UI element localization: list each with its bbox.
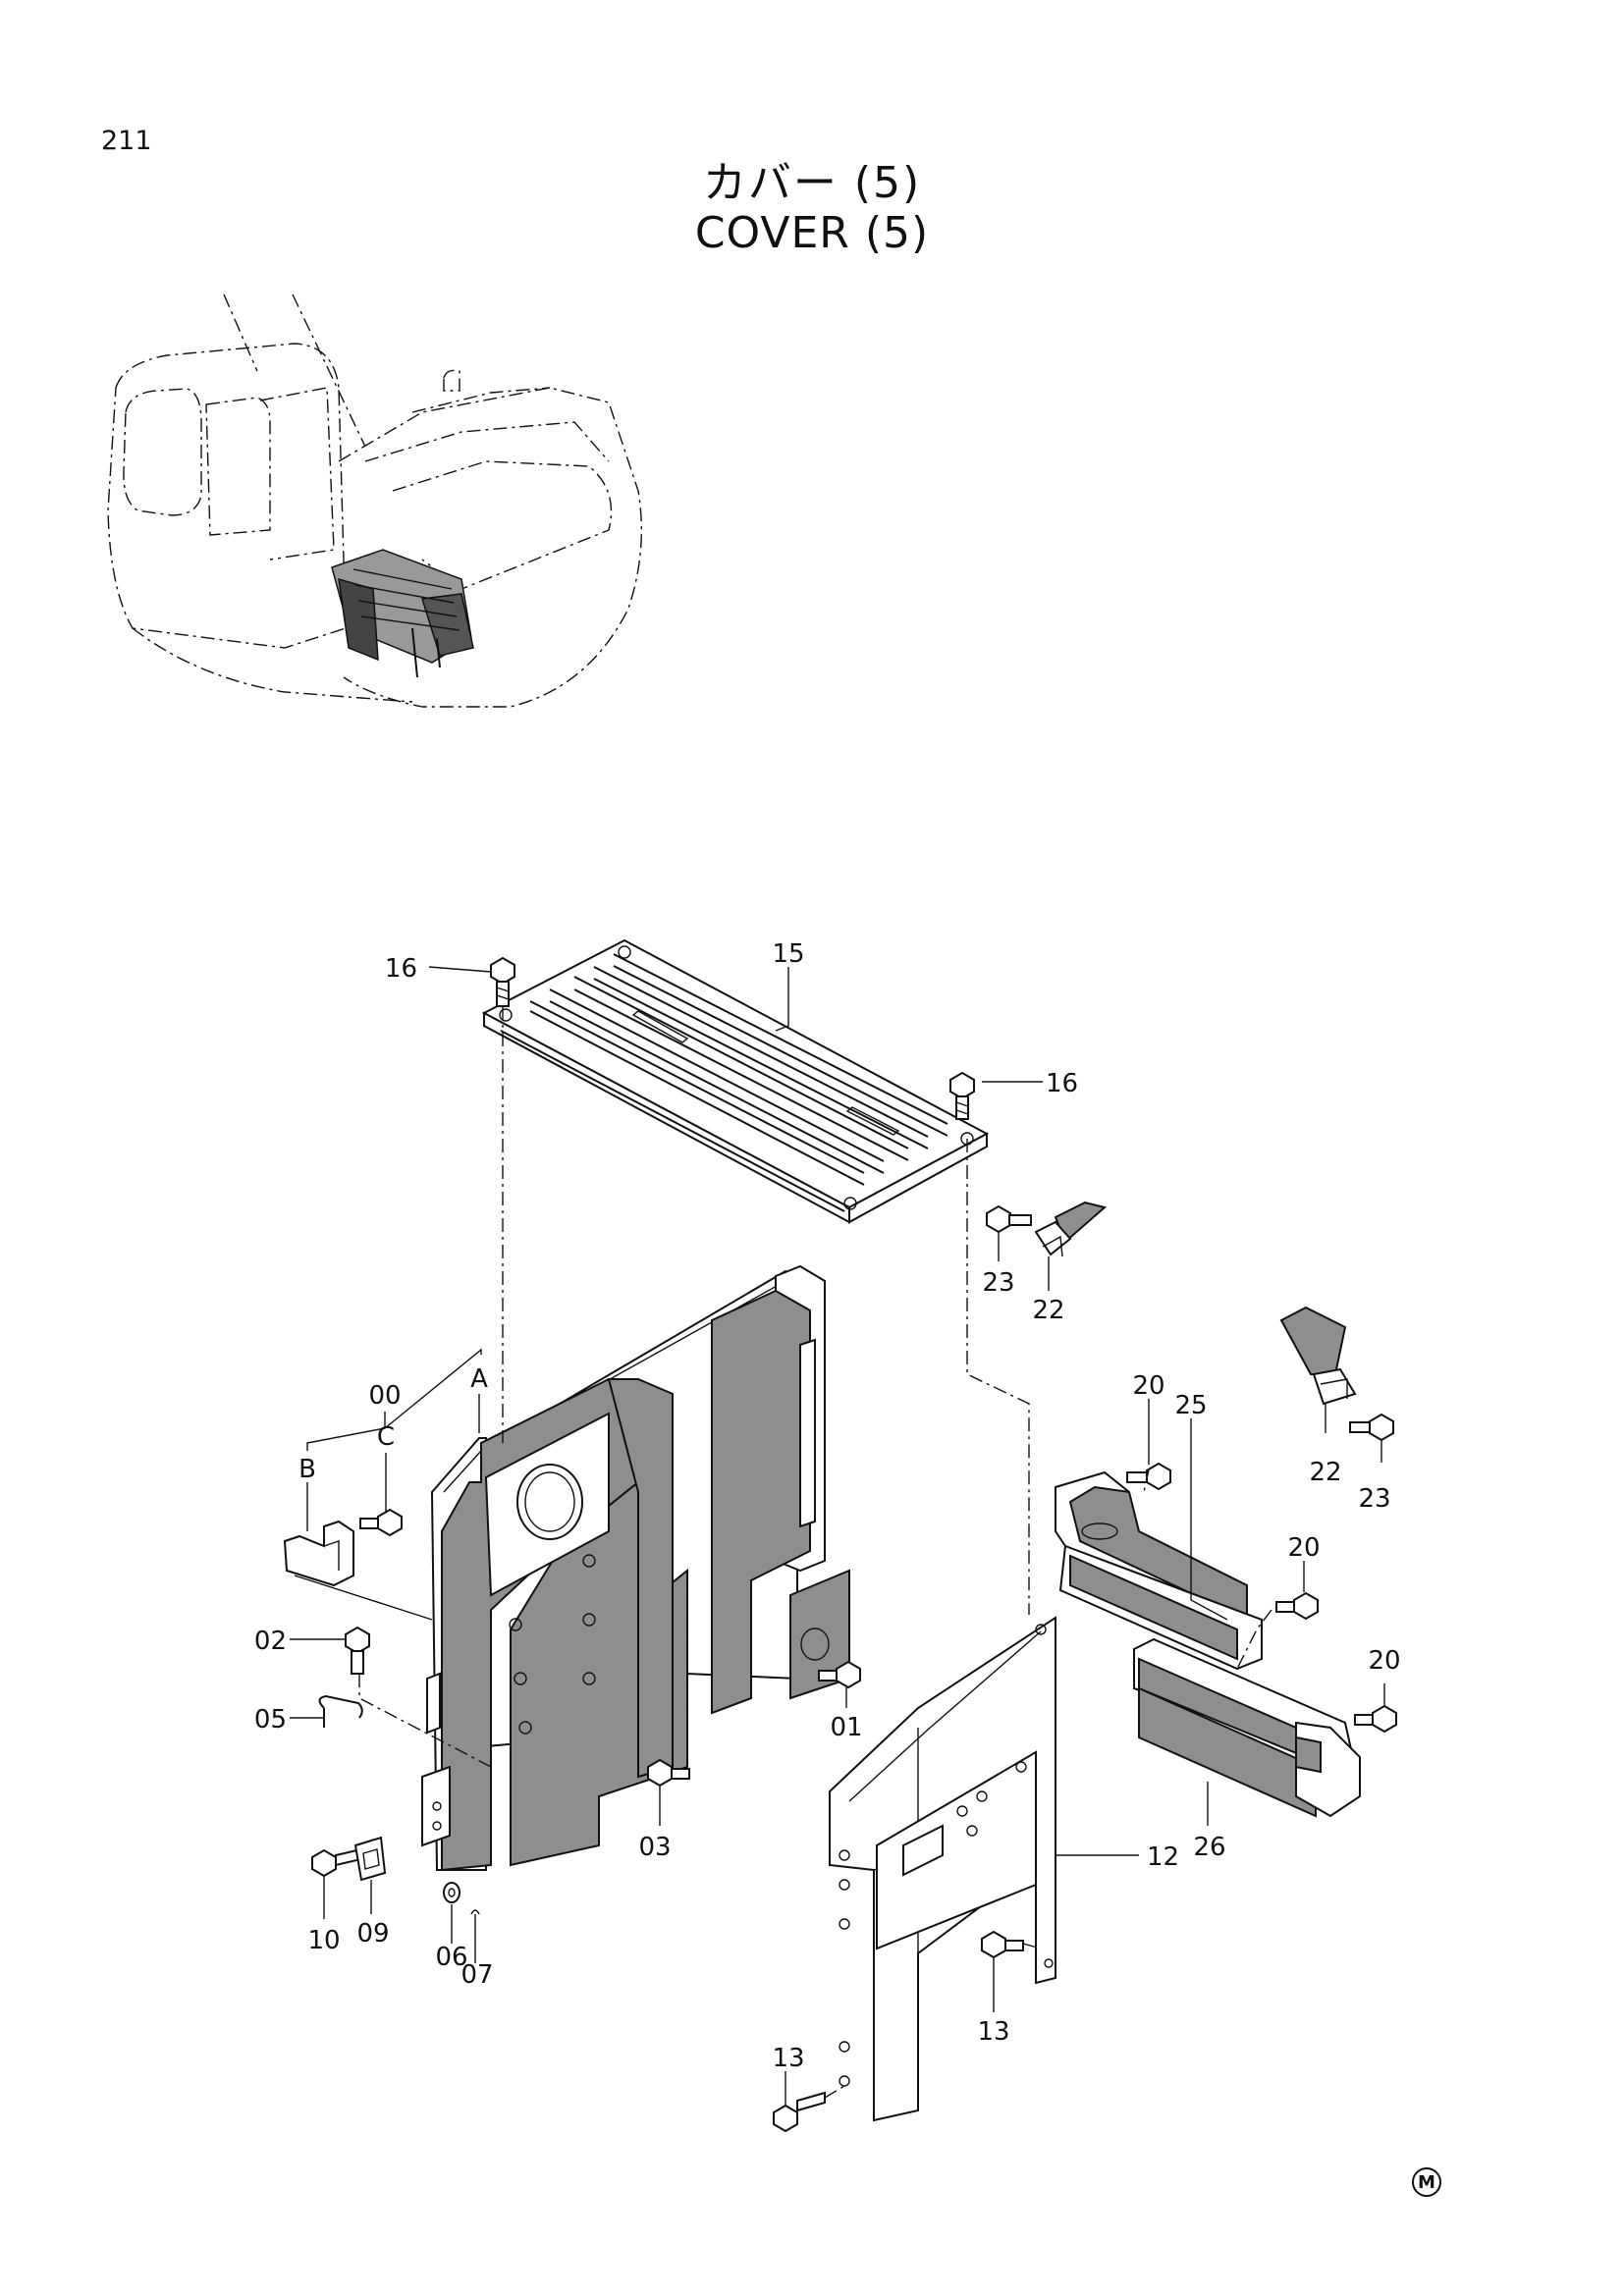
callout-16-right: 16	[1046, 1069, 1078, 1098]
callout-20-top: 20	[1132, 1371, 1164, 1401]
callout-22-upper: 22	[1032, 1296, 1064, 1325]
page-title-japanese: カバー (5)	[702, 158, 922, 208]
callout-01: 01	[830, 1713, 862, 1742]
callout-00: 00	[368, 1381, 401, 1411]
callout-22-lower: 22	[1309, 1458, 1341, 1487]
bolt-02	[345, 1626, 370, 1675]
right-foam-column	[686, 1264, 850, 1715]
callout-07: 07	[460, 1960, 493, 1990]
bolt-c	[359, 1508, 403, 1537]
page-title-english: COVER (5)	[694, 208, 930, 258]
excavator-locator-illustration	[107, 294, 643, 708]
callout-10: 10	[307, 1926, 340, 1955]
bolt-13-a	[981, 1930, 1024, 1959]
callout-23-upper: 23	[982, 1268, 1014, 1298]
bracket-b	[283, 1520, 433, 1621]
callout-12: 12	[1147, 1842, 1179, 1872]
bolt-16-b	[949, 1071, 975, 1120]
callout-13-left: 13	[772, 2044, 804, 2073]
callout-a: A	[470, 1364, 488, 1394]
bolt-20-c	[1354, 1704, 1397, 1734]
callout-16-left: 16	[385, 954, 417, 984]
bolt-23-b	[1349, 1413, 1394, 1442]
callout-23-lower: 23	[1358, 1484, 1390, 1514]
callout-b: B	[298, 1455, 316, 1484]
bolt-03	[647, 1758, 690, 1788]
side-frame	[829, 1616, 1056, 2122]
bolt-20-b	[1275, 1591, 1319, 1621]
callout-15: 15	[772, 939, 804, 969]
bolt-20-a	[1126, 1462, 1171, 1491]
bolt-23-a	[986, 1204, 1032, 1234]
callout-c: C	[377, 1422, 395, 1452]
callout-05: 05	[254, 1705, 287, 1735]
bracket-26	[1133, 1637, 1361, 1818]
bolt-01	[818, 1660, 861, 1689]
page-number: 211	[101, 126, 152, 156]
bolt-16-a	[490, 956, 515, 1007]
hook-05	[318, 1694, 363, 1728]
bracket-25	[1055, 1470, 1263, 1671]
leader-lines	[290, 966, 1385, 2106]
callout-02: 02	[254, 1627, 287, 1656]
callout-25: 25	[1174, 1391, 1207, 1420]
bolt-13-b	[773, 2091, 826, 2133]
callout-06: 06	[435, 1943, 467, 1972]
clip-22-lower	[1279, 1306, 1357, 1406]
clip-22-upper	[1034, 1201, 1108, 1257]
callout-03: 03	[638, 1833, 671, 1862]
clip-09	[353, 1836, 387, 1882]
callouts: 15 16 16 23 22 20 25 22 23 20 20 26 12 1…	[254, 939, 1401, 2073]
callout-26: 26	[1193, 1833, 1225, 1862]
manufacturer-mark: M	[1412, 2167, 1441, 2197]
pin-07	[470, 1909, 480, 1939]
callout-09: 09	[356, 1919, 389, 1949]
callout-20-middle: 20	[1287, 1533, 1320, 1563]
louver-top-cover	[481, 938, 990, 1224]
callout-20-bottom: 20	[1368, 1646, 1400, 1676]
washer-06	[443, 1882, 460, 1903]
callout-13-right: 13	[977, 2017, 1009, 2047]
